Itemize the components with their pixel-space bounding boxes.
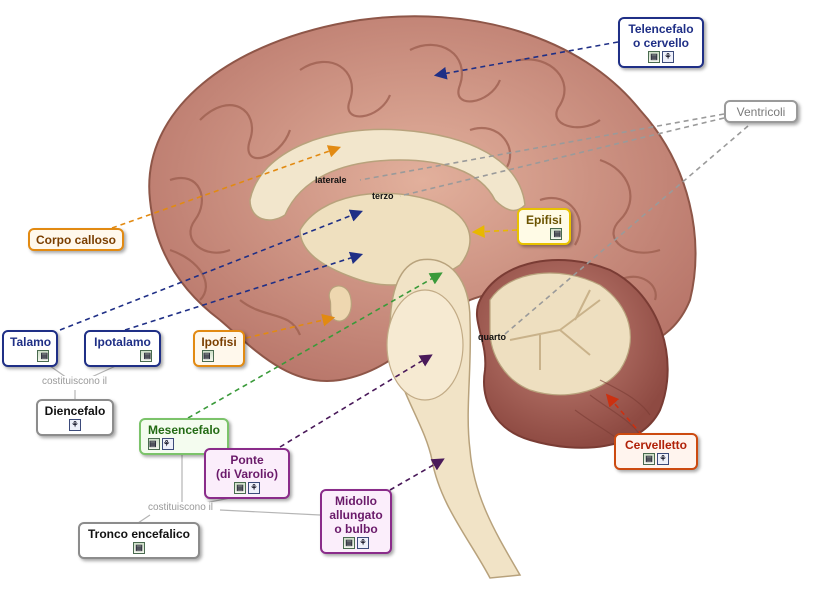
node-epifisi[interactable]: Epifisi ▤ [517, 208, 571, 245]
node-ponte[interactable]: Ponte (di Varolio) ▤⚘ [204, 448, 290, 499]
node-telencefalo-label: Telencefalo o cervello [628, 22, 694, 50]
line-ventricoli-2 [399, 117, 725, 197]
node-diencefalo-label: Diencefalo [44, 404, 106, 418]
node-talamo[interactable]: Talamo ▤ [2, 330, 58, 367]
node-ipotalamo[interactable]: Ipotalamo ▤ [84, 330, 161, 367]
doc-icon[interactable]: ▤ [343, 537, 355, 549]
node-telencefalo[interactable]: Telencefalo o cervello ▤⚘ [618, 17, 704, 68]
node-midollo[interactable]: Midollo allungato o bulbo ▤⚘ [320, 489, 392, 554]
corpus-callosum-shape [249, 128, 526, 221]
arrow-midollo [389, 458, 445, 491]
arrow-telencefalo [433, 41, 619, 80]
node-corpo-calloso-label: Corpo calloso [36, 233, 117, 247]
tree-icon[interactable]: ⚘ [662, 51, 674, 63]
node-ponte-label: Ponte (di Varolio) [215, 453, 278, 481]
tree-icon[interactable]: ⚘ [69, 419, 81, 431]
tree-icon[interactable]: ⚘ [657, 453, 669, 465]
arrow-ipofisi [245, 313, 336, 339]
node-epifisi-label: Epifisi [525, 213, 562, 227]
tree-icon[interactable]: ⚘ [248, 482, 260, 494]
ventricle-label-terzo: terzo [372, 191, 394, 201]
doc-icon[interactable]: ▤ [643, 453, 655, 465]
node-ventricoli[interactable]: Ventricoli [724, 100, 798, 123]
pituitary-shape [328, 285, 352, 322]
doc-icon[interactable]: ▤ [234, 482, 246, 494]
node-ipotalamo-label: Ipotalamo [94, 335, 151, 349]
gyri-folds [169, 43, 661, 336]
node-cervelletto-label: Cervelletto [624, 438, 688, 452]
node-ipofisi[interactable]: Ipofisi ▤ [193, 330, 245, 367]
node-tronco[interactable]: Tronco encefalico ▤ [78, 522, 200, 559]
ventricle-label-quarto: quarto [478, 332, 506, 342]
arrow-ponte [279, 354, 433, 448]
node-cervelletto[interactable]: Cervelletto ▤⚘ [614, 433, 698, 470]
tree-icon[interactable]: ⚘ [162, 438, 174, 450]
node-diencefalo[interactable]: Diencefalo ⚘ [36, 399, 114, 436]
node-mesencefalo-label: Mesencefalo [147, 423, 221, 437]
line-ventricoli-1 [359, 113, 725, 181]
doc-icon[interactable]: ▤ [133, 542, 145, 554]
doc-icon[interactable]: ▤ [202, 350, 214, 362]
node-ventricoli-label: Ventricoli [736, 105, 786, 119]
arbor-vitae-branches [509, 289, 601, 370]
link-label-tronco: costituiscono il [146, 502, 216, 513]
doc-icon[interactable]: ▤ [550, 228, 562, 240]
pons-shape [386, 289, 464, 401]
node-ipofisi-label: Ipofisi [201, 335, 237, 349]
doc-icon[interactable]: ▤ [37, 350, 49, 362]
arrow-corpo-calloso [111, 145, 342, 229]
ventricle-label-laterale: laterale [315, 175, 347, 185]
doc-icon[interactable]: ▤ [140, 350, 152, 362]
tree-icon[interactable]: ⚘ [357, 537, 369, 549]
node-corpo-calloso[interactable]: Corpo calloso [28, 228, 124, 251]
node-midollo-label: Midollo allungato o bulbo [329, 494, 383, 536]
arrow-epifisi [471, 225, 518, 238]
node-tronco-label: Tronco encefalico [87, 527, 191, 541]
link-label-diencefalo: costituiscono il [40, 376, 110, 387]
arrow-mesencefalo [187, 272, 443, 419]
node-talamo-label: Talamo [10, 335, 52, 349]
doc-icon[interactable]: ▤ [648, 51, 660, 63]
doc-icon[interactable]: ▤ [148, 438, 160, 450]
